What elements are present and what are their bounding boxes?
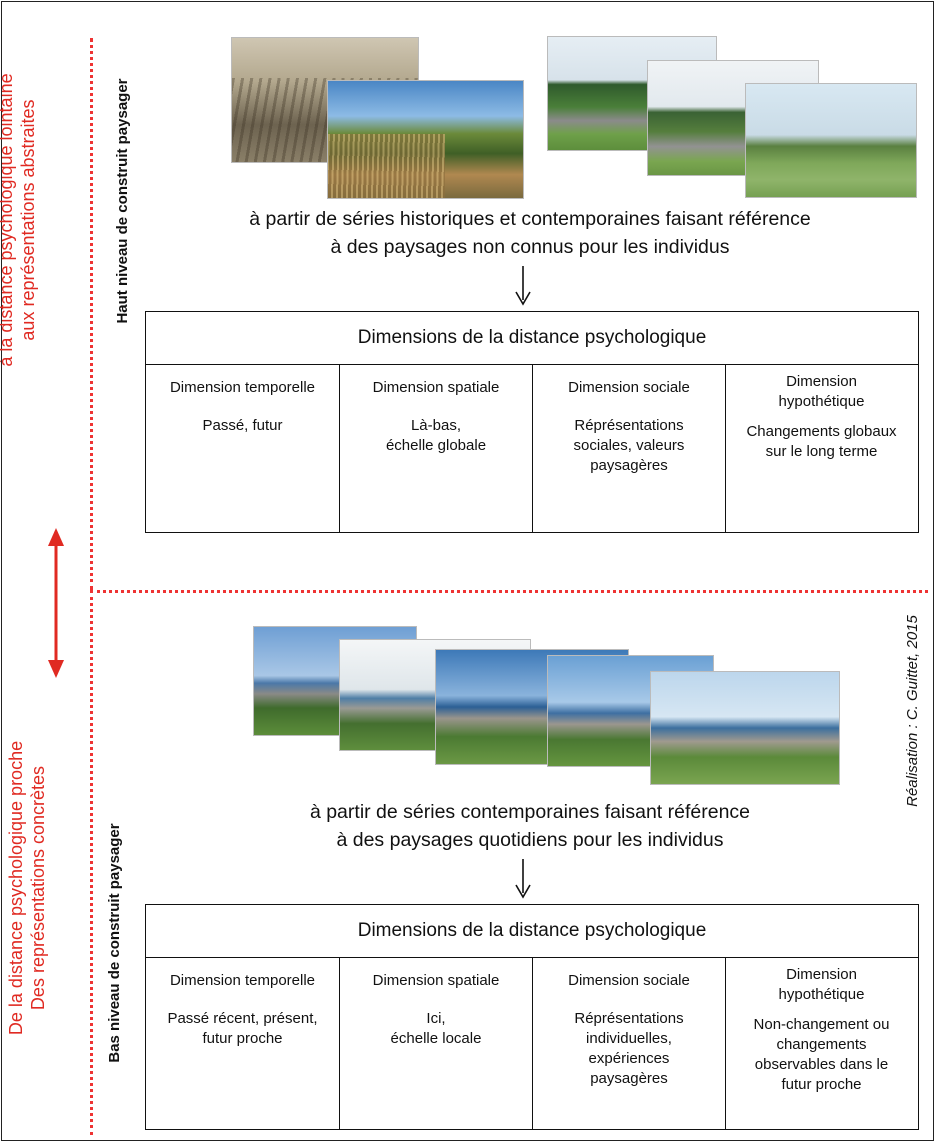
bottom-col-hypothetical: Dimension hypothétique Non-changement ou… xyxy=(725,957,917,1129)
bottom-col-hypothetical-body: Non-changement ou changements observable… xyxy=(753,1016,890,1093)
bottom-red-label-line2: Des représentations concrètes xyxy=(28,765,48,1011)
bottom-col-hypothetical-title: Dimension hypothétique xyxy=(778,966,865,1003)
bottom-caption: à partir de séries contemporaines faisan… xyxy=(150,798,910,854)
top-col-hypothetical: Dimension hypothétique Changements globa… xyxy=(725,364,917,532)
bottom-col-temporal-body: Passé récent, présent, futur proche xyxy=(167,1010,318,1047)
top-level-label: Haut niveau de construit paysager xyxy=(114,78,131,324)
bottom-dimensions-table: Dimensions de la distance psychologique … xyxy=(145,904,919,1130)
top-red-label-line1: à la distance psychologique lointaine xyxy=(0,73,16,366)
dotted-divider-vertical-top xyxy=(90,38,93,590)
top-col-social-body: Réprésentations sociales, valeurs paysag… xyxy=(573,417,685,474)
bottom-col-spatial-body: Ici, échelle locale xyxy=(390,1010,482,1047)
bottom-caption-line2: à des paysages quotidiens pour les indiv… xyxy=(336,829,724,851)
bottom-level-label: Bas niveau de construit paysager xyxy=(106,823,123,1063)
top-red-label: à la distance psychologique lointaine au… xyxy=(0,70,55,370)
top-col-spatial-title: Dimension spatiale xyxy=(372,379,500,396)
bottom-red-label-line1: De la distance psychologique proche xyxy=(6,740,26,1036)
top-dimensions-table: Dimensions de la distance psychologique … xyxy=(145,311,919,533)
double-arrow-icon xyxy=(48,528,64,678)
top-col-hypothetical-body: Changements globaux sur le long terme xyxy=(746,423,897,460)
bottom-col-temporal: Dimension temporelle Passé récent, prése… xyxy=(146,957,339,1129)
bottom-col-social-body: Réprésentations individuelles, expérienc… xyxy=(574,1010,684,1087)
top-table-header: Dimensions de la distance psychologique xyxy=(146,312,918,365)
top-col-social-title: Dimension sociale xyxy=(568,379,690,396)
bottom-col-temporal-title: Dimension temporelle xyxy=(169,972,316,989)
bottom-col-spatial: Dimension spatiale Ici, échelle locale xyxy=(339,957,532,1129)
down-arrow-icon xyxy=(515,266,531,306)
bottom-red-label: De la distance psychologique proche Des … xyxy=(5,738,65,1038)
bottom-table-header: Dimensions de la distance psychologique xyxy=(146,905,918,958)
bottom-col-social: Dimension sociale Réprésentations indivi… xyxy=(532,957,725,1129)
bottom-col-spatial-title: Dimension spatiale xyxy=(372,972,500,989)
top-col-hypothetical-title: Dimension hypothétique xyxy=(778,373,865,410)
top-col-temporal-title: Dimension temporelle xyxy=(169,379,316,396)
top-col-spatial-body: Là-bas, échelle globale xyxy=(385,417,487,454)
top-caption-line1: à partir de séries historiques et contem… xyxy=(249,208,811,230)
landscape-photo-reeds xyxy=(328,81,523,198)
bottom-caption-line1: à partir de séries contemporaines faisan… xyxy=(309,801,751,823)
down-arrow-icon xyxy=(515,859,531,899)
bottom-col-social-title: Dimension sociale xyxy=(568,972,690,989)
road-photo-3 xyxy=(746,84,916,197)
top-col-temporal-body: Passé, futur xyxy=(202,417,283,434)
top-caption-line2: à des paysages non connus pour les indiv… xyxy=(330,236,730,258)
coast-photo-5 xyxy=(651,672,839,784)
top-caption: à partir de séries historiques et contem… xyxy=(150,205,910,261)
top-col-social: Dimension sociale Réprésentations social… xyxy=(532,364,725,532)
top-col-temporal: Dimension temporelle Passé, futur xyxy=(146,364,339,532)
top-red-label-line2: aux représentations abstraites xyxy=(18,99,38,341)
top-col-spatial: Dimension spatiale Là-bas, échelle globa… xyxy=(339,364,532,532)
dotted-divider-horizontal xyxy=(90,590,928,593)
dotted-divider-vertical-bottom xyxy=(90,590,93,1135)
